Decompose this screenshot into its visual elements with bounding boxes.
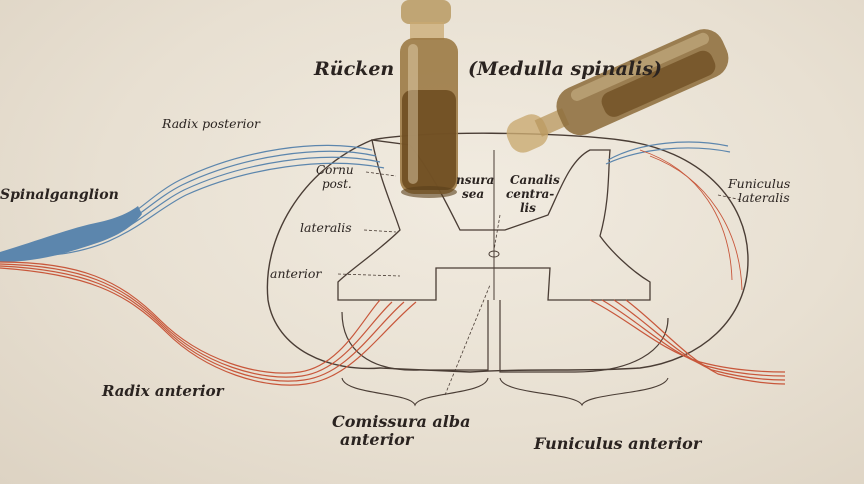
title-right: (Medulla spinalis) xyxy=(468,58,663,80)
label-radix-anterior: Radix anterior xyxy=(102,382,224,400)
label-canalis-2: centra- xyxy=(506,187,555,201)
central-canal xyxy=(488,250,500,258)
radix-anterior-nerve xyxy=(0,261,786,386)
brace-left xyxy=(341,377,489,407)
label-radix-posterior: Radix posterior xyxy=(162,116,261,131)
anterior-lobes xyxy=(341,300,669,373)
radix-posterior-nerve xyxy=(39,141,731,257)
brace-right xyxy=(499,377,669,407)
label-comissura-alba-1: Comissura alba xyxy=(332,412,471,431)
label-funiculus-anterior: Funiculus anterior xyxy=(534,434,702,453)
spinal-ganglion xyxy=(0,206,142,262)
label-post: post. xyxy=(322,177,352,191)
grey-matter xyxy=(337,139,651,301)
ampoule-standing xyxy=(400,0,458,198)
label-commissura-2: sea xyxy=(462,187,485,201)
label-funiculus-lateralis-2: lateralis xyxy=(738,190,790,205)
label-comissura-alba-2: anterior xyxy=(340,430,414,449)
label-canalis-3: lis xyxy=(520,201,536,215)
label-lateralis: lateralis xyxy=(300,220,352,235)
label-spinalganglion: Spinalganglion xyxy=(0,187,119,203)
label-funiculus-lateralis-1: Funiculus xyxy=(728,176,791,191)
label-cornu: Cornu xyxy=(316,163,354,177)
label-anterior: anterior xyxy=(270,266,322,281)
label-commissura-1: nsura xyxy=(456,173,495,187)
title-left: Rücken xyxy=(314,58,395,80)
label-canalis-1: Canalis xyxy=(510,173,560,187)
cord-outline xyxy=(266,132,749,373)
ampoule-lying xyxy=(506,29,729,153)
